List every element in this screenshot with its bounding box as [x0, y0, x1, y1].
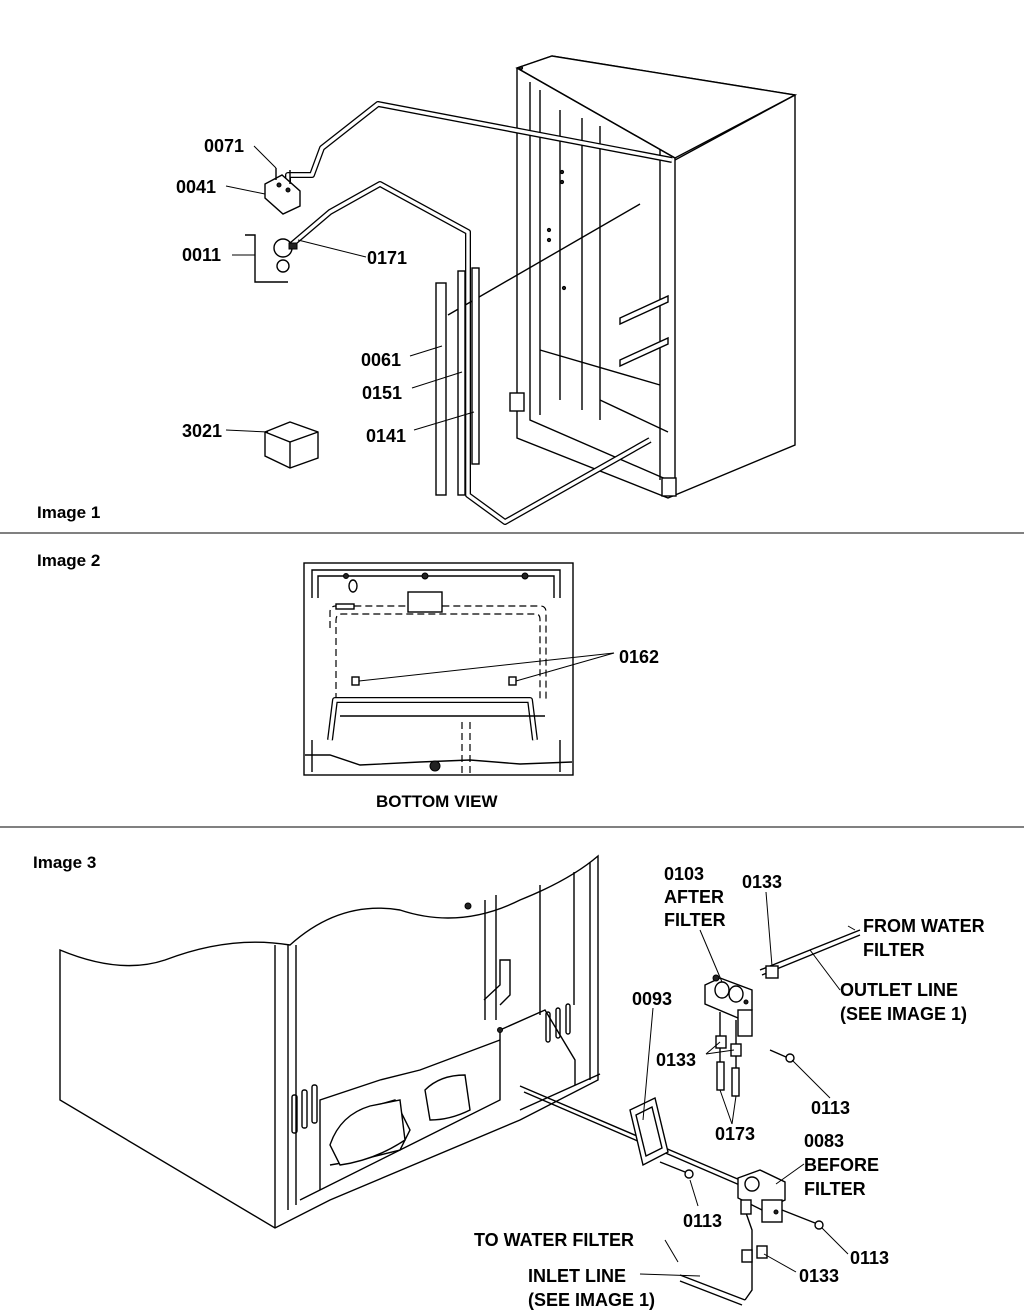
image-3-title: Image 3 [33, 853, 96, 872]
label-before-filter: FILTER [804, 1179, 866, 1199]
label-0093: 0093 [632, 989, 672, 1009]
bracket-0011 [245, 234, 288, 283]
label-outlet-line: OUTLET LINE [840, 980, 958, 1000]
label-outlet-see-image: (SEE IMAGE 1) [840, 1004, 967, 1024]
label-3021: 3021 [182, 421, 222, 441]
label-after: AFTER [664, 887, 724, 907]
label-0113-mid: 0113 [811, 1098, 850, 1118]
image-2-leaders [358, 652, 615, 682]
water-tubes [285, 101, 673, 525]
bottom-view-drawing [303, 562, 574, 776]
part-0041-bracket [264, 174, 301, 215]
label-0113-right: 0113 [850, 1248, 889, 1268]
image-1-leaders [225, 145, 475, 433]
label-after-filter: FILTER [664, 910, 726, 930]
image-3-leaders [639, 891, 856, 1277]
part-0133-nut-top [765, 965, 779, 979]
label-0162: 0162 [619, 647, 659, 667]
label-0041: 0041 [176, 177, 216, 197]
part-0071-screws [275, 168, 291, 184]
image-1-panel: Image 1 [37, 55, 798, 525]
label-to-water-filter: TO WATER FILTER [474, 1230, 634, 1250]
label-0133-bottom: 0133 [799, 1266, 839, 1286]
part-0011-fitting [273, 238, 298, 273]
image-3-panel: Image 3 [33, 853, 985, 1310]
label-0113-left: 0113 [683, 1211, 722, 1231]
part-0113-screw-mid [769, 1049, 795, 1063]
label-inlet-see-image: (SEE IMAGE 1) [528, 1290, 655, 1310]
label-0141: 0141 [366, 426, 406, 446]
bottom-view-caption: BOTTOM VIEW [376, 792, 498, 811]
part-0093-bracket [629, 1096, 694, 1179]
label-0103: 0103 [664, 864, 704, 884]
label-0083: 0083 [804, 1131, 844, 1151]
label-inlet-line: INLET LINE [528, 1266, 626, 1286]
part-3021-box [264, 421, 319, 469]
label-0061: 0061 [361, 350, 401, 370]
label-from-water: FROM WATER [863, 916, 985, 936]
part-0083-before-filter-valve [737, 1169, 824, 1230]
label-from-water-filter: FILTER [863, 940, 925, 960]
part-0103-after-filter-valve [704, 974, 753, 1037]
image-2-panel: Image 2 [37, 551, 659, 811]
cabinet-cutaway [59, 854, 601, 1229]
refrigerator-cabinet [509, 55, 798, 499]
label-0171: 0171 [367, 248, 407, 268]
label-before: BEFORE [804, 1155, 879, 1175]
label-0173: 0173 [715, 1124, 755, 1144]
image-1-title: Image 1 [37, 503, 100, 522]
label-0133-top: 0133 [742, 872, 782, 892]
label-0133-mid: 0133 [656, 1050, 696, 1070]
label-0151: 0151 [362, 383, 402, 403]
label-0011: 0011 [182, 245, 221, 265]
image-2-title: Image 2 [37, 551, 100, 570]
part-0133-nuts-bottom [741, 1245, 768, 1263]
part-0151-0141-channels [457, 267, 480, 496]
part-0061-strip [435, 282, 447, 496]
label-0071: 0071 [204, 136, 244, 156]
